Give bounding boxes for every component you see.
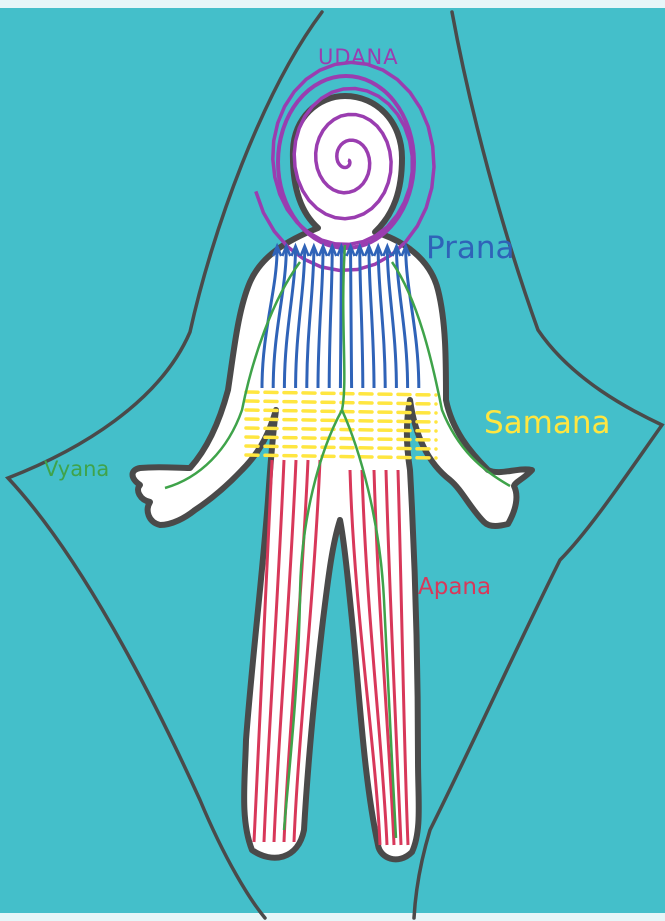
prana-line [351,248,352,388]
label-udana: UDANA [318,45,399,69]
label-prana: Prana [426,230,515,266]
label-apana: Apana [418,574,491,600]
prana-line [340,248,341,388]
label-vyana: Vyana [44,457,109,481]
label-samana: Samana [484,405,611,441]
